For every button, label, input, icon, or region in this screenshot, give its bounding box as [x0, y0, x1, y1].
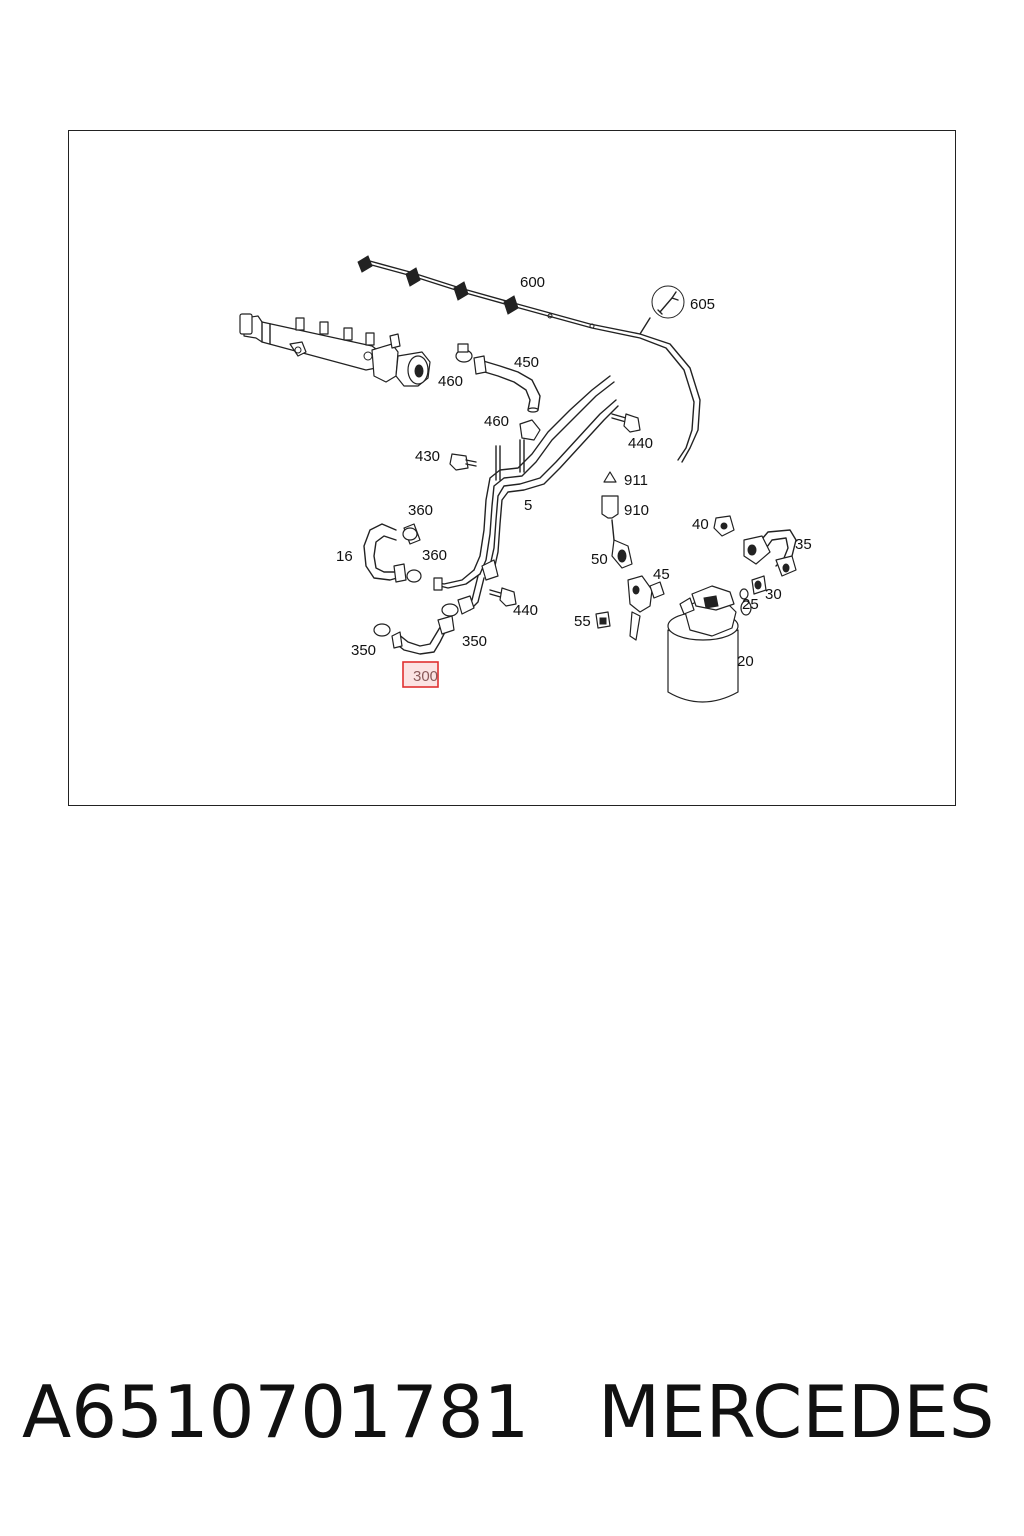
plug-910 [601, 495, 619, 519]
wrench-icon [639, 285, 685, 335]
fuel-rail [239, 313, 431, 387]
callout-16: 16 [336, 548, 353, 565]
callout-600: 600 [520, 274, 545, 291]
callout-440-upper: 440 [628, 435, 653, 452]
callout-45: 45 [653, 566, 670, 583]
highlight-box [402, 661, 439, 688]
callout-430: 430 [415, 448, 440, 465]
highlighted-part-300[interactable]: 300 [402, 661, 439, 688]
callout-50: 50 [591, 551, 608, 568]
callout-440-middle: 440 [513, 602, 538, 619]
part-number: A6510701781 [22, 1370, 530, 1454]
clamp-460-upper [455, 343, 473, 363]
hose-16 [363, 523, 422, 583]
footer: A6510701781 MERCEDES [0, 1370, 1024, 1470]
callout-350-right: 350 [462, 633, 487, 650]
callout-350-left: 350 [351, 642, 376, 659]
callout-30: 30 [765, 586, 782, 603]
hose-450 [473, 355, 541, 413]
callout-360-lower: 360 [422, 547, 447, 564]
hose-300 [373, 603, 459, 655]
bolt-440-middle [489, 587, 517, 607]
bolt-40 [713, 515, 735, 537]
wiring-harness-600 [357, 255, 701, 463]
valve-45 [627, 575, 665, 641]
bolt-430 [449, 453, 477, 471]
callout-450: 450 [514, 354, 539, 371]
callout-40: 40 [692, 516, 709, 533]
callout-460-upper: 460 [438, 373, 463, 390]
clamp-460-middle [519, 419, 541, 441]
callout-360-upper: 360 [408, 502, 433, 519]
callout-5: 5 [524, 497, 532, 514]
sensor-50 [611, 519, 633, 569]
callout-25: 25 [742, 596, 759, 613]
callout-605: 605 [690, 296, 715, 313]
callout-35: 35 [795, 536, 812, 553]
bolt-440-upper [611, 413, 641, 433]
callout-911: 911 [624, 472, 648, 489]
callout-55: 55 [574, 613, 591, 630]
hose-35 [743, 529, 797, 577]
clip-55 [595, 611, 611, 629]
fuel-lines-5 [433, 375, 619, 615]
callout-460-middle: 460 [484, 413, 509, 430]
plug-911 [603, 471, 617, 483]
callout-20: 20 [737, 653, 754, 670]
fuel-filter-20 [667, 585, 739, 703]
callout-300: 300 [413, 668, 438, 685]
callout-910: 910 [624, 502, 649, 519]
brand-name: MERCEDES [598, 1370, 995, 1454]
callout-labels: 600 605 450 460 460 440 430 911 5 910 36… [336, 274, 812, 670]
fitting-25-30 [739, 575, 767, 616]
